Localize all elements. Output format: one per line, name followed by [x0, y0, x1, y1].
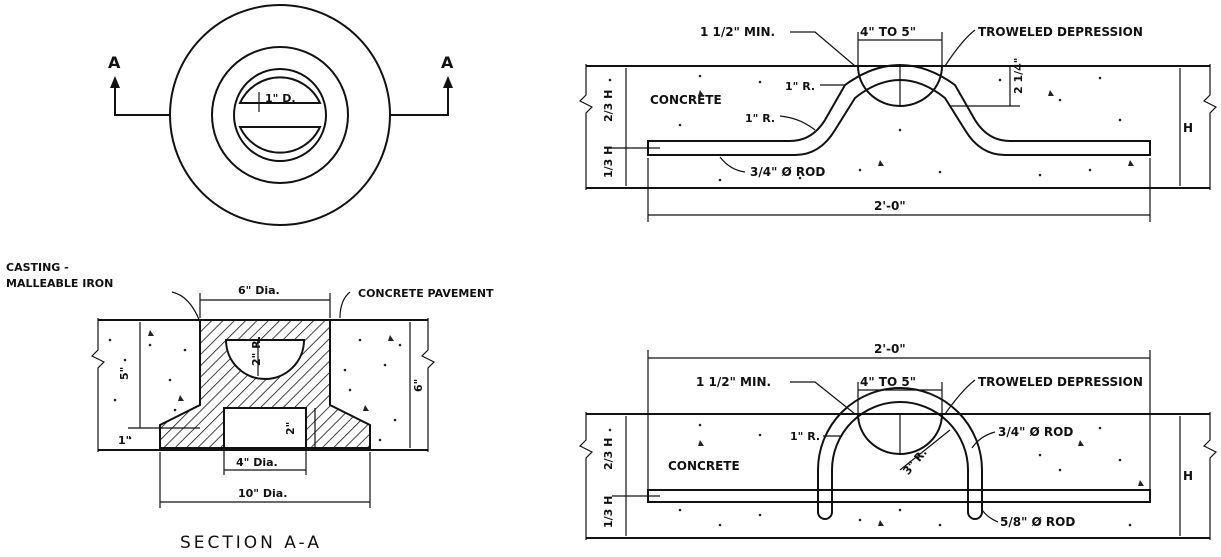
radius-2-label: 2" R. [250, 336, 263, 366]
detail-lower: 2'-0" 4" TO 5" 1 1/2" MIN. TROWELED DEPR… [578, 342, 1218, 540]
section-mark-right: A [441, 53, 454, 72]
one-third-lower: 1/3 H [602, 496, 615, 528]
base-dia-label: 10" Dia. [238, 487, 287, 500]
top-dia-label: 6" Dia. [238, 284, 280, 297]
rod-top-label-lower: 3/4" Ø ROD [998, 425, 1073, 439]
h-label-upper: H [1183, 121, 1193, 135]
inner-dia-label: 4" Dia. [236, 456, 278, 469]
r1-label-lower: 1" R. [790, 430, 820, 443]
straight-rod [647, 489, 1151, 503]
rod-bottom-label-lower: 5/8" Ø ROD [1000, 515, 1075, 529]
r2-label-upper: 1" R. [745, 112, 775, 125]
troweled-label-lower: TROWELED DEPRESSION [978, 375, 1143, 389]
depth-5-label: 5" [118, 367, 131, 380]
rod-label-upper: 3/4" Ø ROD [750, 165, 825, 179]
section-aa: 6" Dia. 10" Dia. 4" Dia. 5" 1" 6" 2" R. … [6, 261, 494, 553]
two-thirds-upper: 2/3 H [602, 90, 615, 122]
pavement-label: CONCRETE PAVEMENT [358, 287, 494, 300]
casting-label-line1: CASTING - [6, 261, 69, 274]
height-2-label: 2" [284, 422, 297, 435]
break-right-upper [1202, 64, 1218, 190]
concrete-stipple-upper [608, 74, 1134, 182]
break-left-lower [578, 412, 594, 540]
two-thirds-lower: 2/3 H [602, 438, 615, 470]
concrete-label-lower: CONCRETE [668, 459, 740, 473]
troweled-label-upper: TROWELED DEPRESSION [978, 25, 1143, 39]
one-third-upper: 1/3 H [602, 146, 615, 178]
h-label-lower: H [1183, 469, 1193, 483]
section-title: SECTION A-A [180, 533, 322, 553]
u-rod [817, 387, 983, 520]
plan-view: 1" D. A A [108, 4, 454, 226]
casting-label-line2: MALLEABLE IRON [6, 277, 113, 290]
section-arrow-right [390, 85, 449, 116]
depth-label-upper: 2 1/4" [1012, 57, 1025, 94]
bent-rod [647, 64, 1151, 156]
detail-upper: 4" TO 5" 1 1/2" MIN. TROWELED DEPRESSION… [578, 25, 1218, 222]
length-label-lower: 2'-0" [874, 342, 906, 356]
break-left-upper [578, 64, 594, 190]
upper-slot [238, 76, 322, 104]
width-label-lower: 4" TO 5" [860, 375, 916, 389]
casting-bowl [224, 339, 306, 380]
r1-label-upper: 1" R. [785, 80, 815, 93]
depth-6-label: 6" [412, 379, 425, 392]
depth-1-label: 1" [118, 434, 131, 447]
min-label-lower: 1 1/2" MIN. [696, 375, 771, 389]
break-right-lower [1202, 412, 1218, 540]
min-label-upper: 1 1/2" MIN. [700, 25, 775, 39]
outer-ring [169, 4, 391, 226]
casting-cavity [223, 407, 307, 449]
concrete-label-upper: CONCRETE [650, 93, 722, 107]
break-line-right [420, 318, 436, 452]
insert-circle [233, 68, 327, 162]
concrete-stipple-aa [108, 330, 402, 442]
concrete-stipple-lower [608, 423, 1144, 527]
lower-slot [238, 126, 322, 154]
break-line-left [90, 318, 106, 452]
middle-ring [211, 46, 349, 184]
section-arrow-left [114, 85, 170, 116]
casting-body [159, 319, 371, 449]
slot-depth-label: 1" D. [265, 92, 296, 105]
section-mark-left: A [108, 53, 121, 72]
length-label-upper: 2'-0" [874, 199, 906, 213]
width-label-upper: 4" TO 5" [860, 25, 916, 39]
